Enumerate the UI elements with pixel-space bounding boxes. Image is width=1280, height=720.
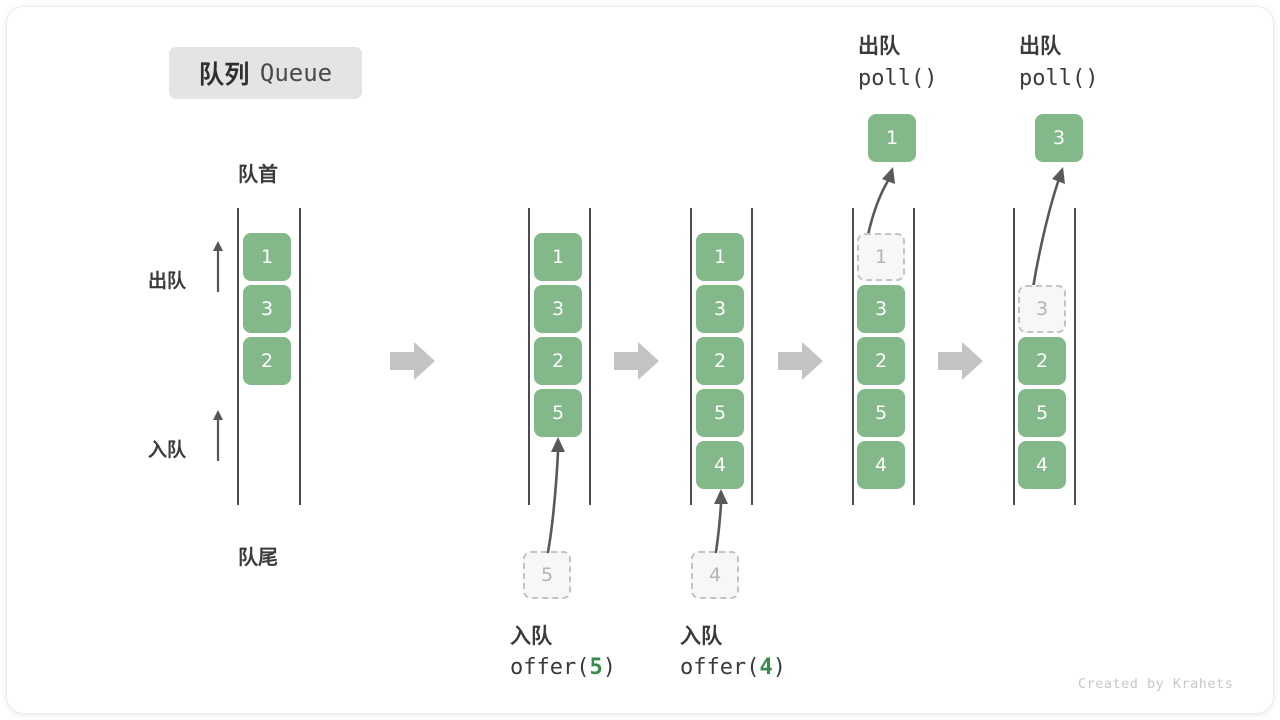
enqueue-direction-label: 入队	[148, 439, 187, 461]
code-suffix: )	[1085, 66, 1099, 91]
figure-title-chip: 队列 Queue	[169, 47, 362, 99]
step-caption-code: offer(4)	[680, 655, 786, 680]
right-arrow-icon	[778, 340, 824, 382]
queue-rail-left	[528, 208, 530, 505]
curved-up-arrow-icon	[530, 434, 590, 554]
front-label: 队首	[238, 162, 278, 186]
queue-cell: 1	[243, 233, 291, 281]
queue-cell: 5	[857, 389, 905, 437]
right-arrow-icon	[938, 340, 984, 382]
queue-cell: 3	[857, 285, 905, 333]
figure-title-en: Queue	[259, 59, 333, 87]
code-prefix: offer(	[680, 655, 760, 680]
queue-cell: 2	[534, 337, 582, 385]
dequeue-direction-label: 出队	[148, 270, 187, 292]
queue-cell: 3	[696, 285, 744, 333]
queue-cell: 4	[696, 441, 744, 489]
incoming-value-ghost: 4	[691, 551, 739, 599]
queue-rail-right	[1074, 208, 1076, 505]
queue-cell: 5	[1018, 389, 1066, 437]
step-caption-cn: 出队	[1019, 34, 1061, 58]
curved-up-arrow-icon	[700, 486, 744, 554]
queue-cell: 4	[857, 441, 905, 489]
queue-rail-right	[913, 208, 915, 505]
queue-cell: 2	[243, 337, 291, 385]
queue-cell-removed: 3	[1018, 285, 1066, 333]
incoming-value-ghost: 5	[523, 551, 571, 599]
queue-cell: 2	[857, 337, 905, 385]
queue-rail-left	[852, 208, 854, 505]
queue-cell: 3	[243, 285, 291, 333]
queue-cell-removed: 1	[857, 233, 905, 281]
queue-rail-right	[589, 208, 591, 505]
step-caption-cn: 入队	[510, 624, 552, 648]
queue-rail-right	[751, 208, 753, 505]
step-caption-cn: 入队	[680, 624, 722, 648]
code-suffix: )	[602, 655, 616, 680]
curved-up-arrow-icon	[850, 165, 910, 237]
code-suffix: )	[772, 655, 786, 680]
code-value: 4	[759, 655, 773, 680]
queue-cell: 2	[1018, 337, 1066, 385]
figure-title-cn: 队列	[198, 60, 250, 89]
step-caption-code: poll()	[1019, 66, 1098, 91]
queue-rail-right	[299, 208, 301, 505]
curved-up-arrow-icon	[1012, 165, 1082, 290]
credit-label: Created by Krahets	[1078, 676, 1234, 692]
queue-cell: 3	[534, 285, 582, 333]
queue-cell: 1	[696, 233, 744, 281]
code-prefix: poll(	[858, 66, 925, 91]
step-caption-code: offer(5)	[510, 655, 616, 680]
popped-value-cell: 1	[868, 114, 916, 162]
queue-cell: 5	[534, 389, 582, 437]
code-value: 5	[589, 655, 603, 680]
code-prefix: poll(	[1019, 66, 1086, 91]
queue-cell: 4	[1018, 441, 1066, 489]
queue-cell: 2	[696, 337, 744, 385]
rear-label: 队尾	[238, 545, 278, 569]
step-caption-code: poll()	[858, 66, 937, 91]
queue-rail-left	[690, 208, 692, 505]
queue-cell: 1	[534, 233, 582, 281]
code-suffix: )	[924, 66, 938, 91]
up-arrow-icon	[210, 240, 226, 292]
queue-rail-left	[237, 208, 239, 505]
popped-value-cell: 3	[1035, 114, 1083, 162]
right-arrow-icon	[390, 340, 436, 382]
queue-cell: 5	[696, 389, 744, 437]
right-arrow-icon	[614, 340, 660, 382]
code-prefix: offer(	[510, 655, 590, 680]
queue-rail-left	[1013, 208, 1015, 505]
up-arrow-icon	[210, 409, 226, 461]
step-caption-cn: 出队	[858, 34, 900, 58]
